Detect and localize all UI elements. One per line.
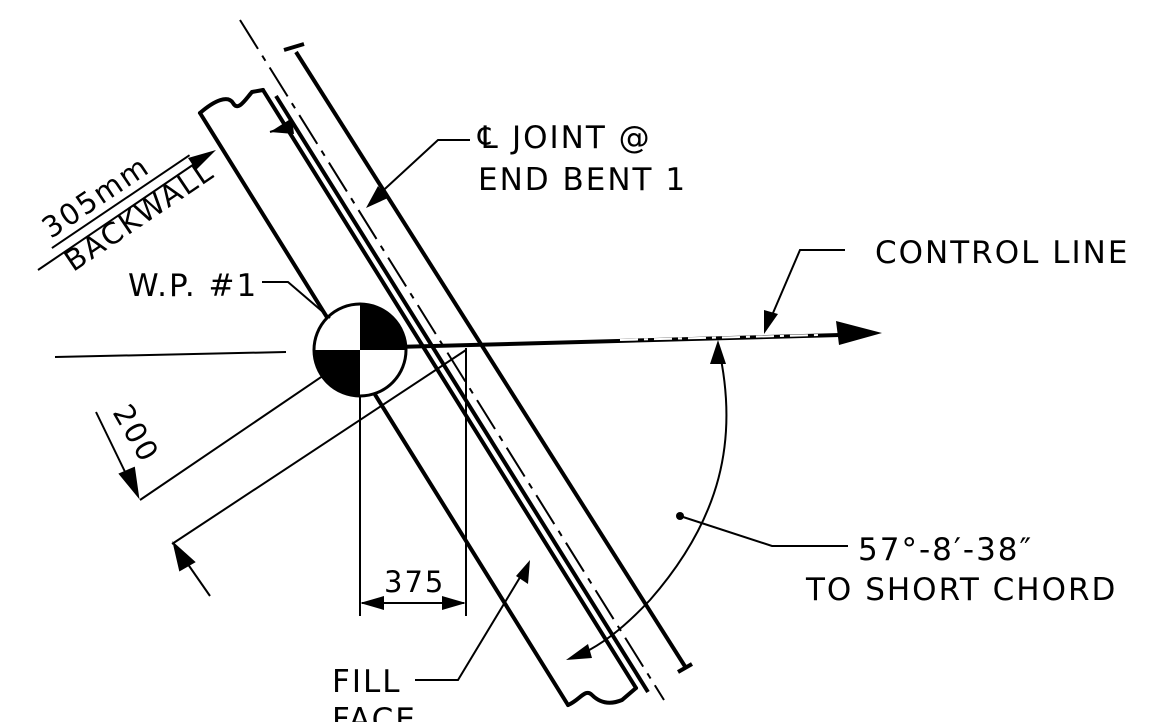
control-line <box>359 321 882 350</box>
joint-edge-line <box>283 42 693 674</box>
control-line-leader <box>764 249 845 334</box>
backwall-label: 305mm BACKWALL <box>36 149 221 278</box>
fill-face-label-line2: FACE <box>332 702 417 722</box>
dimension-200-label: 200 <box>106 399 166 469</box>
backwall-outline <box>198 88 638 707</box>
joint-leader <box>269 118 470 208</box>
backwall-leader <box>37 150 216 271</box>
fill-face-label-line1: FILL <box>332 664 402 700</box>
fill-face-leader <box>415 560 530 681</box>
control-line-label: CONTROL LINE <box>875 235 1129 271</box>
angle-leader <box>679 515 848 547</box>
work-point-symbol <box>312 302 408 398</box>
backwall-right-face <box>261 88 638 690</box>
joint-label-line1: JOINT @ <box>510 120 652 156</box>
angle-arc <box>566 340 728 660</box>
bottom-break-line <box>566 686 638 707</box>
dimension-375-extension-lines <box>359 348 467 616</box>
angle-value-label: 57°-8′-38″ <box>858 532 1033 568</box>
work-point-extension-line <box>54 351 287 358</box>
centerline-symbol: ℄ <box>477 120 500 156</box>
dimension-375-label: 375 <box>384 565 445 599</box>
work-point-leader <box>262 281 331 319</box>
dimension-375-line <box>360 596 466 610</box>
top-break-line <box>198 88 265 115</box>
control-line-arrowhead <box>836 321 882 345</box>
angle-reference-label: TO SHORT CHORD <box>805 572 1117 608</box>
dimension-200-extension-lines <box>139 349 467 545</box>
joint-face-line <box>274 94 650 694</box>
joint-label-line2: END BENT 1 <box>478 162 687 198</box>
dimension-200-arrows <box>95 411 211 597</box>
work-point-label: W.P. #1 <box>128 268 258 304</box>
backwall-left-face <box>198 111 570 707</box>
